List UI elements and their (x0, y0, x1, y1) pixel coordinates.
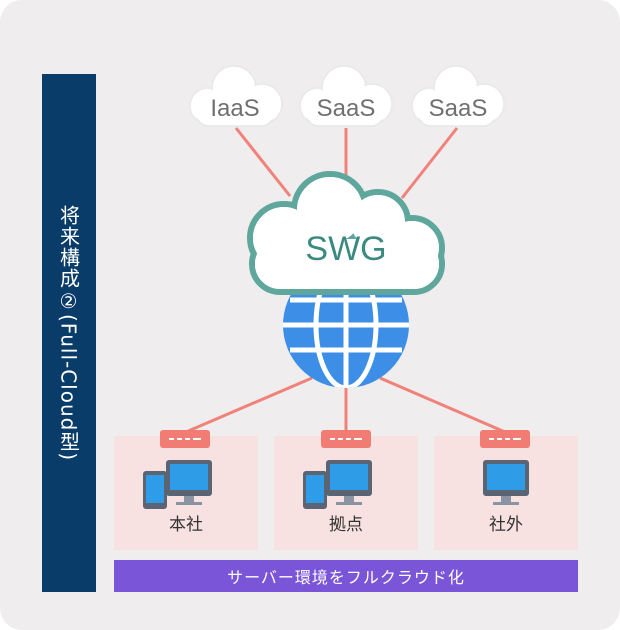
link-site-remote (379, 376, 506, 434)
site-label-remote: 社外 (489, 515, 523, 535)
swg-cloud: SWG (247, 171, 445, 295)
link-iaas (234, 127, 292, 197)
link-site-hq (185, 376, 313, 434)
router-icon (160, 430, 210, 448)
cloud-label-saas-2: SaaS (429, 95, 488, 122)
side-title-bar: 将来構成②(Full-Cloud型) (42, 74, 96, 592)
router-icon (321, 430, 371, 448)
site-hq: 本社 (114, 430, 258, 550)
site-label-hq: 本社 (169, 515, 203, 535)
smartphone-icon (143, 471, 167, 509)
site-branch: 拠点 (274, 430, 418, 550)
site-remote: 社外 (434, 430, 578, 550)
connection-lines (185, 127, 506, 434)
smartphone-icon (303, 471, 327, 509)
cloud-label-saas-1: SaaS (317, 95, 376, 122)
router-icon (480, 430, 530, 448)
diagram-title: 将来構成②(Full-Cloud型) (56, 204, 81, 462)
desktop-monitor-icon (326, 460, 372, 505)
link-saas-2 (400, 127, 459, 199)
cloud-saas-2: SaaS (411, 65, 505, 127)
banner-fullcloud: サーバー環境をフルクラウド化 (114, 560, 578, 592)
desktop-monitor-icon (166, 460, 212, 505)
swg-label: SWG (305, 230, 386, 268)
cloud-iaas: IaaS (189, 65, 283, 127)
cloud-label-iaas: IaaS (210, 95, 259, 122)
desktop-monitor-icon (483, 460, 529, 505)
site-label-branch: 拠点 (329, 515, 363, 535)
cloud-saas-1: SaaS (299, 65, 393, 127)
